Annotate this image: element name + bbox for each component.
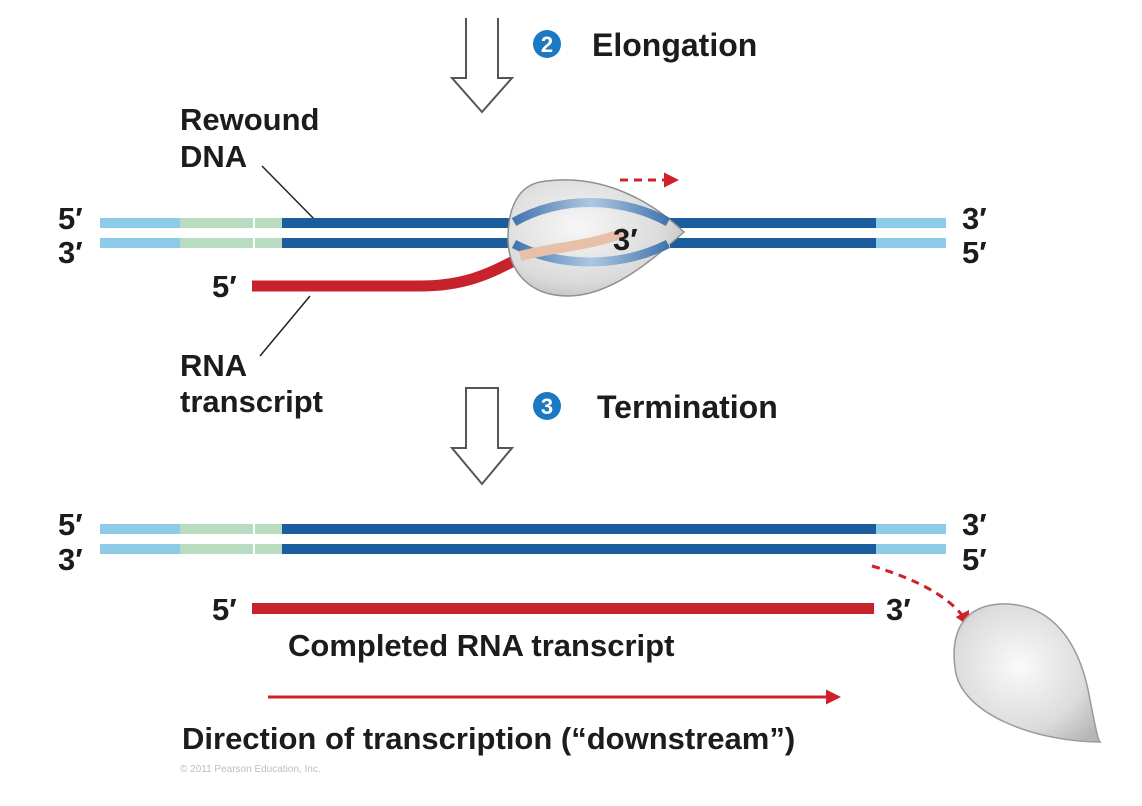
step-3-badge: 3: [533, 392, 561, 420]
top-strand-dark-left: [282, 218, 517, 228]
elongation-rna-5prime: 5′: [212, 269, 237, 304]
elongation-top-right-3prime: 3′: [962, 201, 987, 236]
polymerase-release-arrow: [871, 564, 970, 627]
rna-transcript-label-line1: RNA: [180, 348, 247, 383]
bottom-strand-dark-right: [670, 238, 876, 248]
step-2-number: 2: [541, 32, 553, 57]
elongation-bottom-right-5prime: 5′: [962, 235, 987, 270]
bottom-strand-dark-left: [282, 238, 517, 248]
termination-bottom-right-5prime: 5′: [962, 542, 987, 577]
copyright-text: © 2011 Pearson Education, Inc.: [180, 764, 321, 775]
rna-transcript-label-line2: transcript: [180, 384, 323, 419]
completed-rna-5prime: 5′: [212, 592, 237, 627]
released-rna-polymerase: [953, 603, 1102, 743]
termination-bottom-left-3prime: 3′: [58, 542, 83, 577]
top-strand-promoter: [180, 218, 282, 228]
termination-top-left-5prime: 5′: [58, 507, 83, 542]
completed-rna-label: Completed RNA transcript: [288, 628, 674, 663]
step-3-number: 3: [541, 394, 553, 419]
rewound-dna-label-line1: Rewound: [180, 102, 320, 137]
direction-label: Direction of transcription (“downstream”…: [182, 721, 795, 756]
completed-rna-transcript: [252, 603, 874, 614]
top-strand-light-left: [100, 218, 180, 228]
elongation-bottom-left-3prime: 3′: [58, 235, 83, 270]
elongation-arrow: [449, 18, 515, 114]
top-strand-dark-right: [670, 218, 876, 228]
elongation-top-left-5prime: 5′: [58, 201, 83, 236]
termination-top-right-3prime: 3′: [962, 507, 987, 542]
elongation-rna-3prime: 3′: [613, 222, 638, 257]
termination-title: Termination: [597, 389, 778, 425]
step-2-badge: 2: [533, 30, 561, 58]
completed-rna-3prime: 3′: [886, 592, 911, 627]
bottom-strand-light-left: [100, 238, 180, 248]
termination-dna: [100, 524, 946, 554]
rewound-dna-leader-line: [261, 165, 319, 224]
elongation-rna-transcript: [252, 253, 523, 292]
termination-arrow: [449, 387, 515, 486]
bottom-strand-light-right: [876, 238, 946, 248]
rewound-dna-label-line2: DNA: [180, 139, 247, 174]
top-strand-light-right: [876, 218, 946, 228]
bottom-strand-promoter: [180, 238, 282, 248]
elongation-dna: [100, 218, 946, 248]
rna-transcript-leader-line: [259, 295, 311, 357]
rna-polymerase-elongation: [507, 179, 686, 297]
elongation-title: Elongation: [592, 27, 757, 63]
